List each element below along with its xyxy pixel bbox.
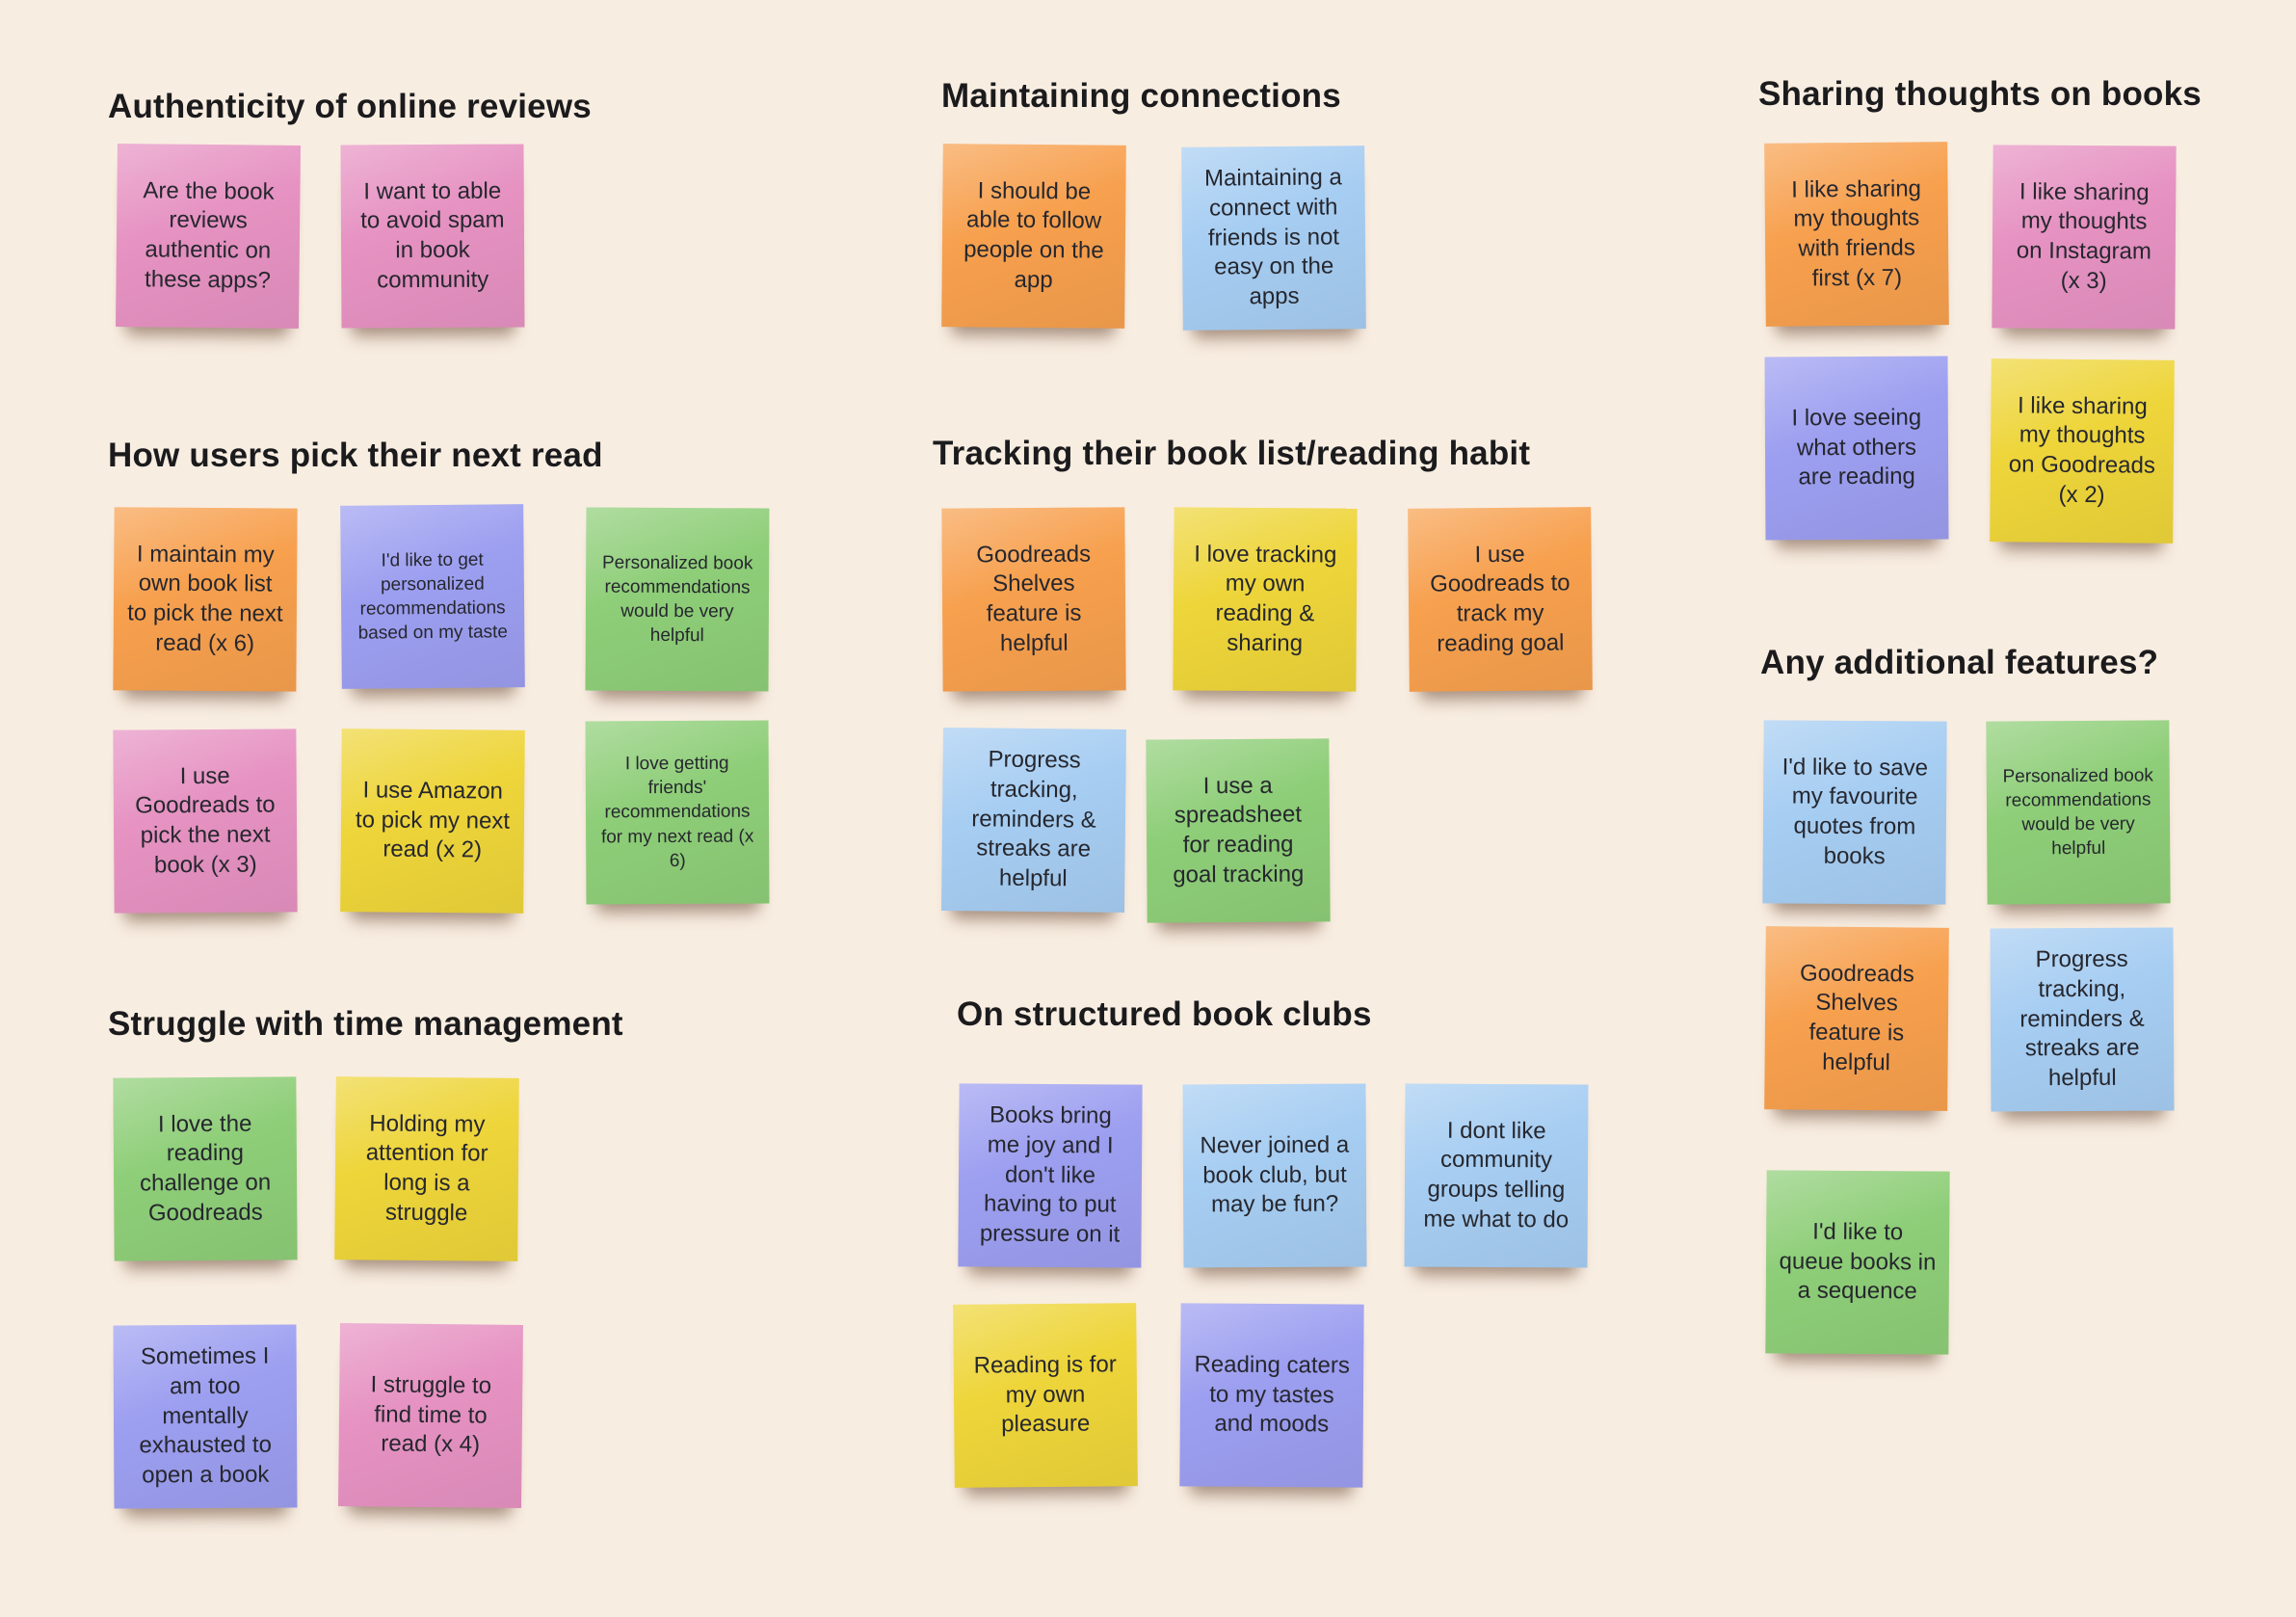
sticky-note-text: I use Amazon to pick my next read (x 2) bbox=[355, 777, 511, 863]
sticky-note-text: Personalized book recommendations would … bbox=[2002, 765, 2153, 860]
sticky-note-text: Holding my attention for long is a strug… bbox=[365, 1110, 488, 1227]
sticky-note-text: Never joined a book club, but may be fun… bbox=[1200, 1131, 1350, 1218]
sticky-note-text: I'd like to queue books in a sequence bbox=[1779, 1218, 1937, 1305]
sticky-note-text: I'd like to save my favourite quotes fro… bbox=[1781, 754, 1929, 869]
sticky-note-text: I use Goodreads to track my reading goal bbox=[1430, 541, 1570, 657]
sticky-note[interactable]: Are the book reviews authentic on these … bbox=[116, 144, 301, 329]
sticky-note-text: Books bring me joy and I don't like havi… bbox=[979, 1101, 1121, 1248]
sticky-note-text: I love the reading challenge on Goodread… bbox=[139, 1110, 272, 1227]
group-title-on-structured-book-clubs: On structured book clubs bbox=[957, 995, 1372, 1033]
sticky-note[interactable]: I love tracking my own reading & sharing bbox=[1173, 507, 1358, 692]
sticky-note-text: Sometimes I am too mentally exhausted to… bbox=[139, 1342, 272, 1489]
sticky-note[interactable]: Holding my attention for long is a strug… bbox=[334, 1076, 519, 1261]
sticky-note-text: I use Goodreads to pick the next book (x… bbox=[135, 762, 276, 879]
sticky-note-text: Goodreads Shelves feature is helpful bbox=[1799, 960, 1914, 1076]
sticky-note-text: I dont like community groups telling me … bbox=[1423, 1117, 1570, 1233]
sticky-note-text: Personalized book recommendations would … bbox=[601, 552, 753, 647]
sticky-note-text: I maintain my own book list to pick the … bbox=[127, 541, 283, 657]
group-title-any-additional-features: Any additional features? bbox=[1760, 644, 2159, 681]
sticky-note[interactable]: Never joined a book club, but may be fun… bbox=[1182, 1083, 1367, 1268]
sticky-note[interactable]: Sometimes I am too mentally exhausted to… bbox=[113, 1324, 298, 1509]
group-title-how-users-pick-their-next-read: How users pick their next read bbox=[108, 437, 603, 474]
sticky-note-text: I should be able to follow people on the… bbox=[963, 177, 1104, 293]
sticky-note-text: Reading is for my own pleasure bbox=[973, 1351, 1117, 1438]
sticky-note[interactable]: I use Goodreads to pick the next book (x… bbox=[113, 729, 298, 914]
sticky-note-text: I want to able to avoid spam in book com… bbox=[360, 177, 505, 294]
group-title-struggle-with-time-management: Struggle with time management bbox=[108, 1005, 623, 1043]
sticky-note[interactable]: I dont like community groups telling me … bbox=[1404, 1083, 1589, 1268]
sticky-note-text: I'd like to get personalized recommendat… bbox=[357, 549, 509, 644]
sticky-note[interactable]: Progress tracking, reminders & streaks a… bbox=[1990, 927, 2175, 1112]
sticky-note-text: Goodreads Shelves feature is helpful bbox=[976, 541, 1092, 656]
sticky-note[interactable]: Reading caters to my tastes and moods bbox=[1179, 1303, 1364, 1488]
sticky-note-text: Reading caters to my tastes and moods bbox=[1194, 1351, 1351, 1438]
sticky-note[interactable]: I use a spreadsheet for reading goal tra… bbox=[1146, 738, 1331, 923]
sticky-note-text: I like sharing my thoughts with friends … bbox=[1791, 174, 1922, 292]
sticky-note[interactable]: I should be able to follow people on the… bbox=[941, 144, 1126, 329]
sticky-note[interactable]: Maintaining a connect with friends is no… bbox=[1181, 146, 1366, 331]
group-title-sharing-thoughts-on-books: Sharing thoughts on books bbox=[1758, 75, 2202, 113]
sticky-note-text: Maintaining a connect with friends is no… bbox=[1203, 164, 1342, 310]
group-title-tracking-their-book-list-reading-habit: Tracking their book list/reading habit bbox=[933, 435, 1531, 472]
sticky-note-text: I use a spreadsheet for reading goal tra… bbox=[1173, 772, 1305, 888]
sticky-note-text: I love getting friends' recommendations … bbox=[600, 754, 754, 871]
sticky-note[interactable]: Personalized book recommendations would … bbox=[585, 507, 770, 692]
sticky-note[interactable]: I love getting friends' recommendations … bbox=[585, 720, 770, 905]
sticky-note[interactable]: Reading is for my own pleasure bbox=[953, 1303, 1138, 1488]
sticky-note[interactable]: I'd like to get personalized recommendat… bbox=[340, 504, 525, 689]
sticky-note[interactable]: Personalized book recommendations would … bbox=[1986, 720, 2171, 905]
sticky-note[interactable]: I'd like to queue books in a sequence bbox=[1765, 1170, 1950, 1355]
sticky-note[interactable]: I like sharing my thoughts with friends … bbox=[1764, 142, 1949, 327]
sticky-note-text: Are the book reviews authentic on these … bbox=[143, 176, 275, 294]
sticky-note[interactable]: I use Amazon to pick my next read (x 2) bbox=[340, 729, 525, 914]
sticky-note[interactable]: Progress tracking, reminders & streaks a… bbox=[941, 728, 1126, 913]
sticky-note-text: I love tracking my own reading & sharing bbox=[1194, 541, 1337, 656]
sticky-note[interactable]: I love the reading challenge on Goodread… bbox=[113, 1076, 298, 1261]
sticky-note[interactable]: I like sharing my thoughts on Goodreads … bbox=[1990, 358, 2175, 543]
sticky-note[interactable]: I'd like to save my favourite quotes fro… bbox=[1762, 720, 1947, 905]
sticky-note[interactable]: Goodreads Shelves feature is helpful bbox=[1764, 926, 1949, 1111]
sticky-note[interactable]: I struggle to find time to read (x 4) bbox=[338, 1323, 523, 1508]
sticky-note-text: Progress tracking, reminders & streaks a… bbox=[971, 746, 1096, 892]
sticky-note-text: I struggle to find time to read (x 4) bbox=[370, 1371, 492, 1458]
sticky-note-text: Progress tracking, reminders & streaks a… bbox=[2019, 945, 2145, 1092]
group-title-authenticity-of-online-reviews: Authenticity of online reviews bbox=[108, 88, 592, 125]
sticky-note[interactable]: I maintain my own book list to pick the … bbox=[113, 507, 298, 692]
sticky-note[interactable]: Goodreads Shelves feature is helpful bbox=[941, 507, 1126, 692]
group-title-maintaining-connections: Maintaining connections bbox=[941, 77, 1341, 115]
sticky-note-text: I like sharing my thoughts on Instagram … bbox=[2016, 178, 2152, 294]
sticky-note-text: I like sharing my thoughts on Goodreads … bbox=[2008, 391, 2156, 508]
sticky-note[interactable]: I want to able to avoid spam in book com… bbox=[340, 144, 525, 329]
sticky-note[interactable]: I like sharing my thoughts on Instagram … bbox=[1992, 145, 2177, 330]
sticky-note-text: I love seeing what others are reading bbox=[1791, 404, 1922, 490]
sticky-note[interactable]: I use Goodreads to track my reading goal bbox=[1408, 507, 1593, 692]
sticky-note[interactable]: I love seeing what others are reading bbox=[1764, 356, 1949, 541]
sticky-note[interactable]: Books bring me joy and I don't like havi… bbox=[958, 1083, 1143, 1268]
